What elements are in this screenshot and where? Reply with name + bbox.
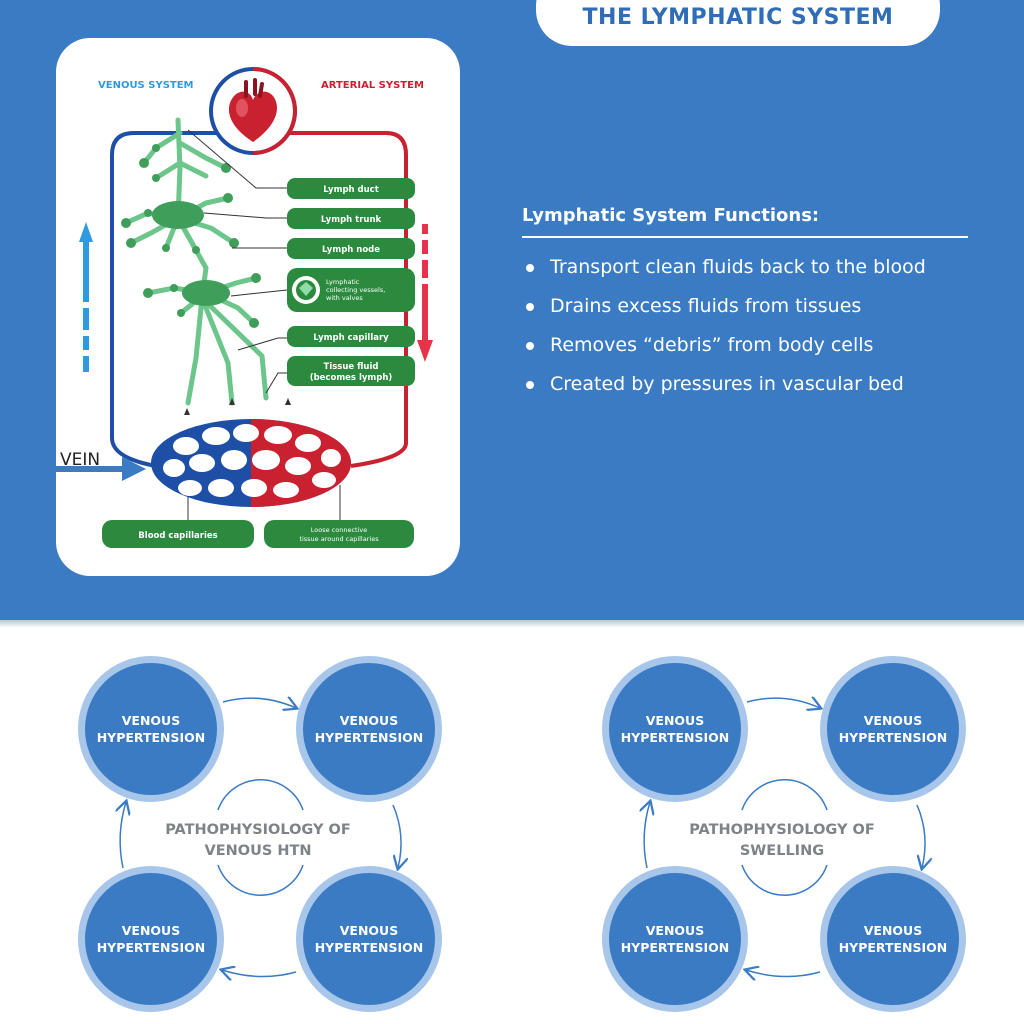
vein-label: VEIN — [60, 450, 100, 470]
label-lymph-duct: Lymph duct — [287, 178, 415, 199]
function-text: Created by pressures in vascular bed — [550, 373, 904, 395]
svg-text:Lymph node: Lymph node — [322, 245, 380, 255]
cycle-node: VENOUS HYPERTENSION — [602, 656, 748, 802]
cycle-node: VENOUS HYPERTENSION — [820, 656, 966, 802]
list-item: Drains excess fluids from tissues — [522, 293, 968, 332]
cycle-node: VENOUS HYPERTENSION — [296, 866, 442, 1012]
title-tab: THE LYMPHATIC SYSTEM — [536, 0, 940, 46]
list-item: Transport clean fluids back to the blood — [522, 254, 968, 293]
svg-text:Loose connective: Loose connective — [311, 526, 367, 534]
svg-text:Tissue fluid: Tissue fluid — [324, 362, 379, 372]
lymphatic-diagram-card: VENOUS SYSTEM ARTERIAL SYSTEM — [56, 38, 460, 576]
bullet-icon — [526, 342, 534, 350]
svg-text:Lymph duct: Lymph duct — [323, 185, 379, 195]
function-text: Removes “debris” from body cells — [550, 334, 874, 356]
label-collecting-vessels: Lymphatic collecting vessels, with valve… — [287, 268, 415, 312]
label-lymph-trunk: Lymph trunk — [287, 208, 415, 229]
bullet-icon — [526, 303, 534, 311]
cycle-node: VENOUS HYPERTENSION — [78, 656, 224, 802]
function-text: Transport clean fluids back to the blood — [550, 256, 926, 278]
cycle-arrows — [562, 640, 1024, 1024]
valve-icon — [299, 282, 313, 296]
panel-shadow — [0, 620, 1024, 628]
function-text: Drains excess fluids from tissues — [550, 295, 862, 317]
bullet-icon — [526, 264, 534, 272]
label-lymph-node: Lymph node — [287, 238, 415, 259]
lymph-nodes — [121, 144, 261, 328]
svg-text:Blood capillaries: Blood capillaries — [138, 531, 217, 541]
cycle-arrows — [38, 640, 518, 1024]
svg-text:(becomes lymph): (becomes lymph) — [310, 373, 393, 383]
label-lymph-capillary: Lymph capillary — [287, 326, 415, 347]
venous-system-label: VENOUS SYSTEM — [98, 80, 194, 91]
functions-heading: Lymphatic System Functions: — [522, 205, 968, 238]
cycle-center-label: PATHOPHYSIOLOGY OF VENOUS HTN — [165, 822, 351, 859]
label-blood-capillaries: Blood capillaries — [102, 520, 254, 548]
svg-text:Lymphatic: Lymphatic — [326, 278, 360, 286]
cycle-swelling: VENOUS HYPERTENSION VENOUS HYPERTENSION … — [562, 640, 1024, 1024]
small-flow-arrows — [184, 398, 291, 415]
cycle-node: VENOUS HYPERTENSION — [78, 866, 224, 1012]
capillary-bed — [151, 419, 351, 507]
cycle-center-label: PATHOPHYSIOLOGY OF SWELLING — [689, 822, 875, 859]
label-loose-connective-tissue: Loose connective tissue around capillari… — [264, 520, 414, 548]
down-flow-arrow — [417, 224, 433, 362]
cycle-venous-htn: VENOUS HYPERTENSION VENOUS HYPERTENSION … — [38, 640, 518, 1024]
svg-text:with valves: with valves — [326, 294, 363, 302]
functions-panel: Lymphatic System Functions: Transport cl… — [522, 205, 968, 410]
label-tissue-fluid: Tissue fluid (becomes lymph) — [287, 356, 415, 386]
bullet-icon — [526, 381, 534, 389]
up-flow-arrow — [79, 222, 93, 372]
list-item: Created by pressures in vascular bed — [522, 371, 968, 410]
cycle-node: VENOUS HYPERTENSION — [602, 866, 748, 1012]
svg-text:collecting vessels,: collecting vessels, — [326, 286, 385, 294]
svg-text:Lymph trunk: Lymph trunk — [321, 215, 382, 225]
svg-text:tissue around capillaries: tissue around capillaries — [299, 535, 379, 543]
functions-list: Transport clean fluids back to the blood… — [522, 254, 968, 410]
svg-text:Lymph capillary: Lymph capillary — [313, 333, 389, 343]
cycle-node: VENOUS HYPERTENSION — [820, 866, 966, 1012]
arterial-system-label: ARTERIAL SYSTEM — [321, 80, 424, 91]
heart-icon — [228, 78, 277, 142]
lymphatic-diagram: VENOUS SYSTEM ARTERIAL SYSTEM — [56, 67, 433, 548]
leader-lines — [187, 129, 341, 520]
page-title: THE LYMPHATIC SYSTEM — [582, 5, 894, 30]
cycle-node: VENOUS HYPERTENSION — [296, 656, 442, 802]
venous-vessel — [110, 131, 221, 468]
list-item: Removes “debris” from body cells — [522, 332, 968, 371]
vein-arrow — [56, 457, 146, 481]
